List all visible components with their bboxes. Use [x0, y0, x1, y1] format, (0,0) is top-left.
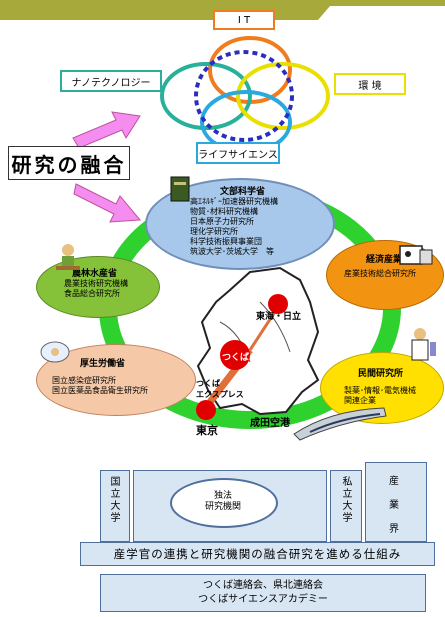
maff-item: 農業技術研究機構	[64, 279, 128, 288]
meti-title: 経済産業省	[366, 255, 412, 265]
mext-item: 理化学研究所	[190, 227, 238, 236]
env-ellipse	[236, 62, 330, 130]
maff-title: 農林水産省	[72, 269, 118, 279]
mext-item: 高ｴﾈﾙｷﾞｰ加速器研究機構	[190, 197, 278, 206]
mhlw-item: 国立医薬品食品衛生研究所	[52, 386, 148, 395]
fusion-title: 研究の融合	[8, 146, 130, 180]
system-band: 産学官の連携と研究機関の融合研究を進める仕組み	[80, 542, 435, 566]
mhlw-list: 国立感染症研究所 国立医薬品食品衛生研究所	[52, 376, 148, 396]
industry-box	[365, 462, 427, 542]
life-label: ライフサイエンス	[196, 142, 280, 164]
arrow-icon	[72, 111, 141, 149]
tokyo-marker	[196, 400, 216, 420]
mhlw-title: 厚生労働省	[80, 359, 126, 369]
express-label: つくば エクスプレス	[196, 379, 244, 399]
tsukuba-label: つくば	[222, 353, 250, 363]
farmer-icon	[56, 244, 80, 270]
tsukuba-marker	[220, 340, 250, 370]
tokyo-label: 東京	[196, 424, 218, 437]
independent-ellipse	[170, 478, 278, 528]
liaison-line2: つくばサイエンスアカデミー	[198, 594, 328, 605]
computer-icon	[399, 245, 433, 265]
system-band-label: 産学官の連携と研究機関の融合研究を進める仕組み	[113, 547, 402, 561]
tokai-marker	[268, 294, 288, 314]
tokai-label: 東海・日立	[256, 312, 302, 322]
private-item: 関連企業	[344, 396, 376, 405]
national-univ-box	[100, 470, 130, 542]
national-univ-label: 国立大学	[108, 476, 119, 524]
env-label: 環 境	[334, 73, 406, 95]
mext-list: 高ｴﾈﾙｷﾞｰ加速器研究機構 物質･材料研究機構 日本原子力研究所 理化学研究所…	[190, 197, 278, 257]
mext-item: 科学技術振興事業団	[190, 237, 262, 246]
maff-item: 食品総合研究所	[64, 289, 120, 298]
private-title: 民間研究所	[358, 369, 404, 379]
mext-title: 文部科学省	[220, 187, 266, 197]
liaison-box: つくば連絡会、県北連絡会 つくばサイエンスアカデミー	[100, 574, 426, 612]
narita-label: 成田空港	[250, 418, 290, 429]
it-label: I T	[213, 10, 275, 30]
industry-label: 産 業 界	[389, 476, 399, 535]
private-univ-box	[330, 470, 362, 542]
book-icon	[170, 176, 190, 202]
mhlw-item: 国立感染症研究所	[52, 376, 116, 385]
liaison-line1: つくば連絡会、県北連絡会	[203, 580, 323, 591]
mext-item: 物質･材料研究機構	[190, 207, 258, 216]
fusion-ellipse	[194, 50, 294, 142]
mext-item: 日本原子力研究所	[190, 217, 254, 226]
maff-list: 農業技術研究機構 食品総合研究所	[64, 279, 128, 299]
scientist-icon	[40, 341, 70, 363]
researcher-icon	[411, 328, 436, 361]
independent-label: 独法 研究機関	[204, 491, 241, 512]
nano-ellipse	[160, 62, 252, 130]
train-icon	[293, 407, 387, 441]
private-item: 製薬･情報･電気機械	[344, 386, 416, 395]
mext-item: 筑波大学･茨城大学 等	[190, 247, 274, 256]
private-univ-label: 私立大学	[340, 476, 351, 524]
arrow-icon	[73, 183, 142, 223]
ibaraki-map	[196, 266, 320, 416]
private-list: 製薬･情報･電気機械 関連企業	[344, 386, 416, 406]
meti-item: 産業技術総合研究所	[344, 269, 416, 278]
nano-label: ナノテクノロジー	[60, 70, 162, 92]
